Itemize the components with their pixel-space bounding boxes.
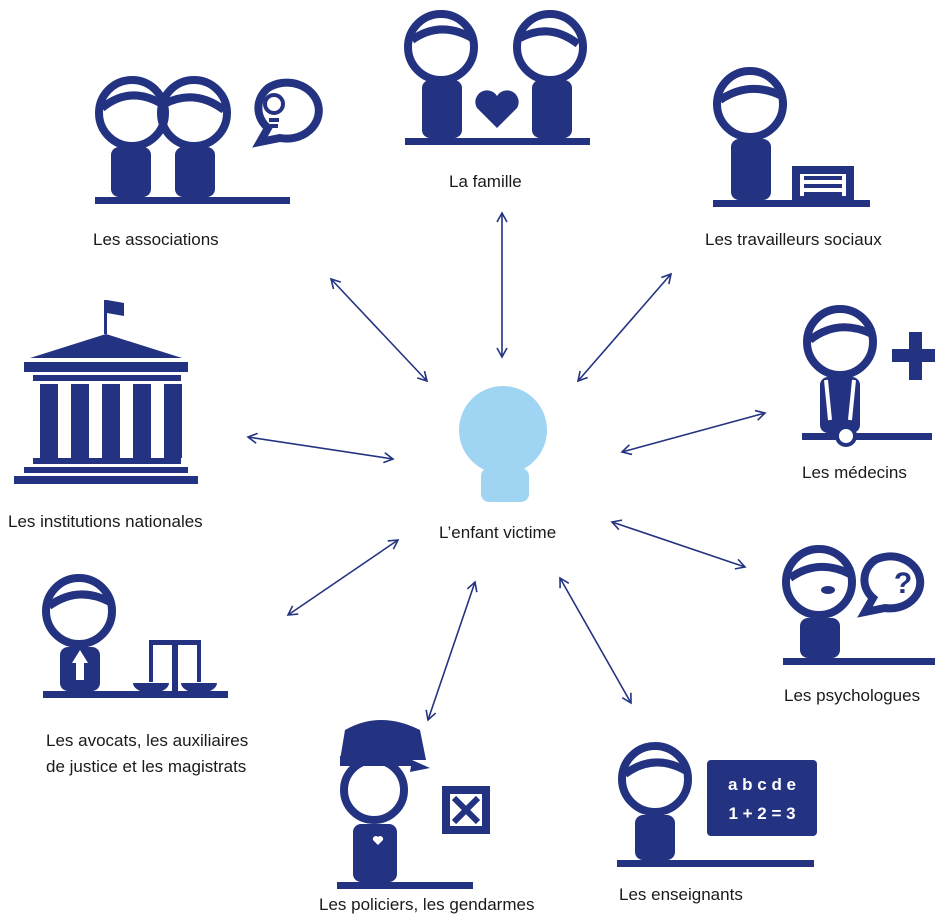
- child-silhouette-icon: [459, 386, 547, 502]
- label-psychologues: Les psychologues: [784, 686, 921, 705]
- label-enseignants: Les enseignants: [619, 885, 743, 904]
- arrow-psychologues: [610, 519, 747, 570]
- police-officer-icon: [337, 720, 490, 889]
- arrow-institutions: [246, 432, 395, 464]
- arrow-enseignants: [559, 576, 632, 705]
- connectors: [246, 211, 767, 722]
- label-avocats-line1: Les avocats, les auxiliaires: [46, 731, 249, 750]
- label-avocats-line2: de justice et les magistrats: [46, 757, 247, 776]
- arrow-associations: [329, 277, 429, 383]
- social-worker-icon: [713, 67, 870, 207]
- arrow-avocats: [286, 539, 400, 616]
- label-medecins: Les médecins: [802, 463, 907, 482]
- label-associations: Les associations: [93, 230, 219, 249]
- association-idea-icon: [95, 76, 323, 204]
- teacher-icon: a b c d e 1 + 2 = 3: [617, 742, 817, 867]
- label-famille: La famille: [449, 172, 522, 191]
- psychologist-icon: ?: [782, 545, 935, 665]
- question-mark: ?: [894, 567, 912, 600]
- arrow-travailleurs: [576, 272, 673, 383]
- arrow-medecins: [620, 409, 767, 456]
- board-line-1: a b c d e: [728, 775, 796, 794]
- label-policiers: Les policiers, les gendarmes: [319, 895, 535, 914]
- family-heart-icon: [404, 10, 590, 145]
- chalkboard: [707, 760, 817, 836]
- government-building-icon: [14, 300, 198, 484]
- label-institutions: Les institutions nationales: [8, 512, 203, 531]
- doctor-icon: [802, 305, 935, 447]
- label-travailleurs: Les travailleurs sociaux: [705, 230, 882, 249]
- board-line-2: 1 + 2 = 3: [728, 804, 795, 823]
- lawyer-scales-icon: [42, 574, 228, 698]
- arrow-policiers: [425, 580, 478, 722]
- label-center: L’enfant victime: [439, 523, 557, 542]
